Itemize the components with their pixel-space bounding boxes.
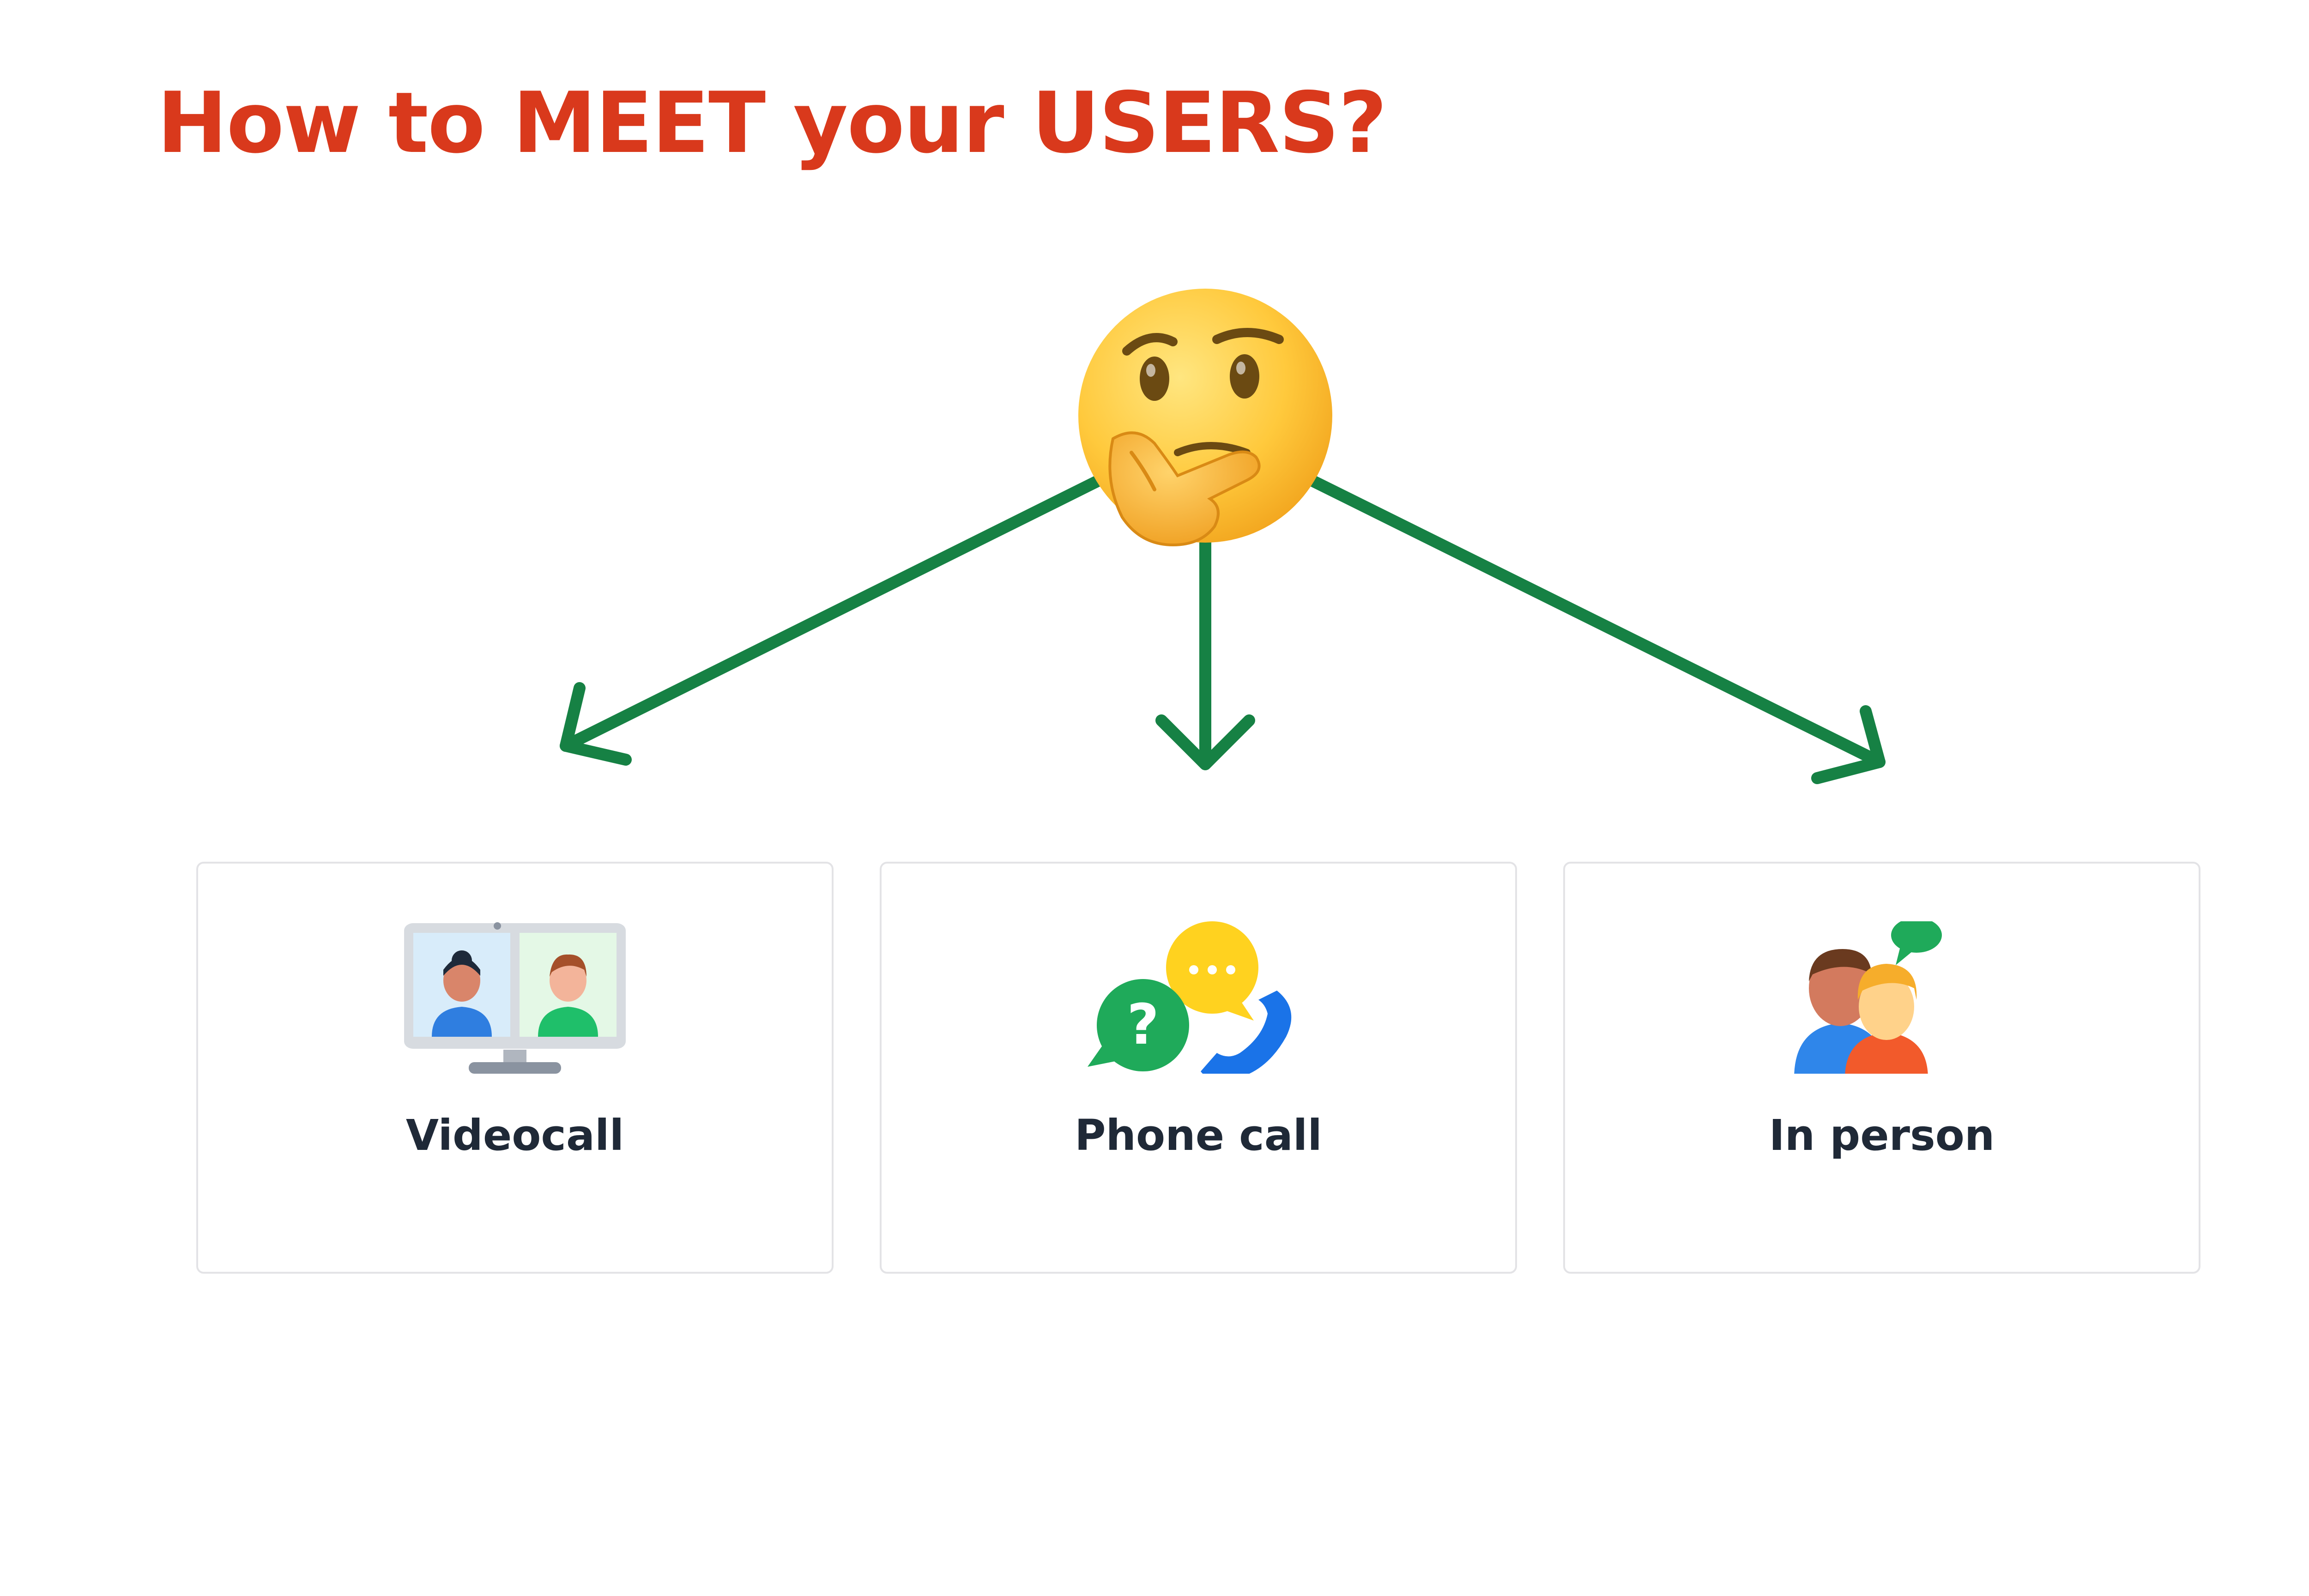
in-person-icon: [1565, 918, 2199, 1078]
option-label: In person: [1769, 1111, 1995, 1160]
option-label: Videocall: [405, 1111, 624, 1160]
page-title: How to MEET your USERS?: [157, 74, 1387, 172]
option-label: Phone call: [1075, 1111, 1322, 1160]
phone-call-icon: ?: [882, 921, 1515, 1081]
thinking-face-icon: [1078, 289, 1332, 547]
videocall-icon: [198, 921, 832, 1074]
arrow-to-in-person: [1306, 474, 1886, 784]
arrow-to-videocall: [560, 474, 1105, 766]
option-card-phone-call[interactable]: ? Phone call: [880, 862, 1517, 1274]
option-card-videocall[interactable]: Videocall: [196, 862, 834, 1274]
arrow-to-phone-call: [1155, 525, 1255, 770]
svg-text:?: ?: [1127, 993, 1159, 1057]
option-card-in-person[interactable]: In person: [1563, 862, 2200, 1274]
